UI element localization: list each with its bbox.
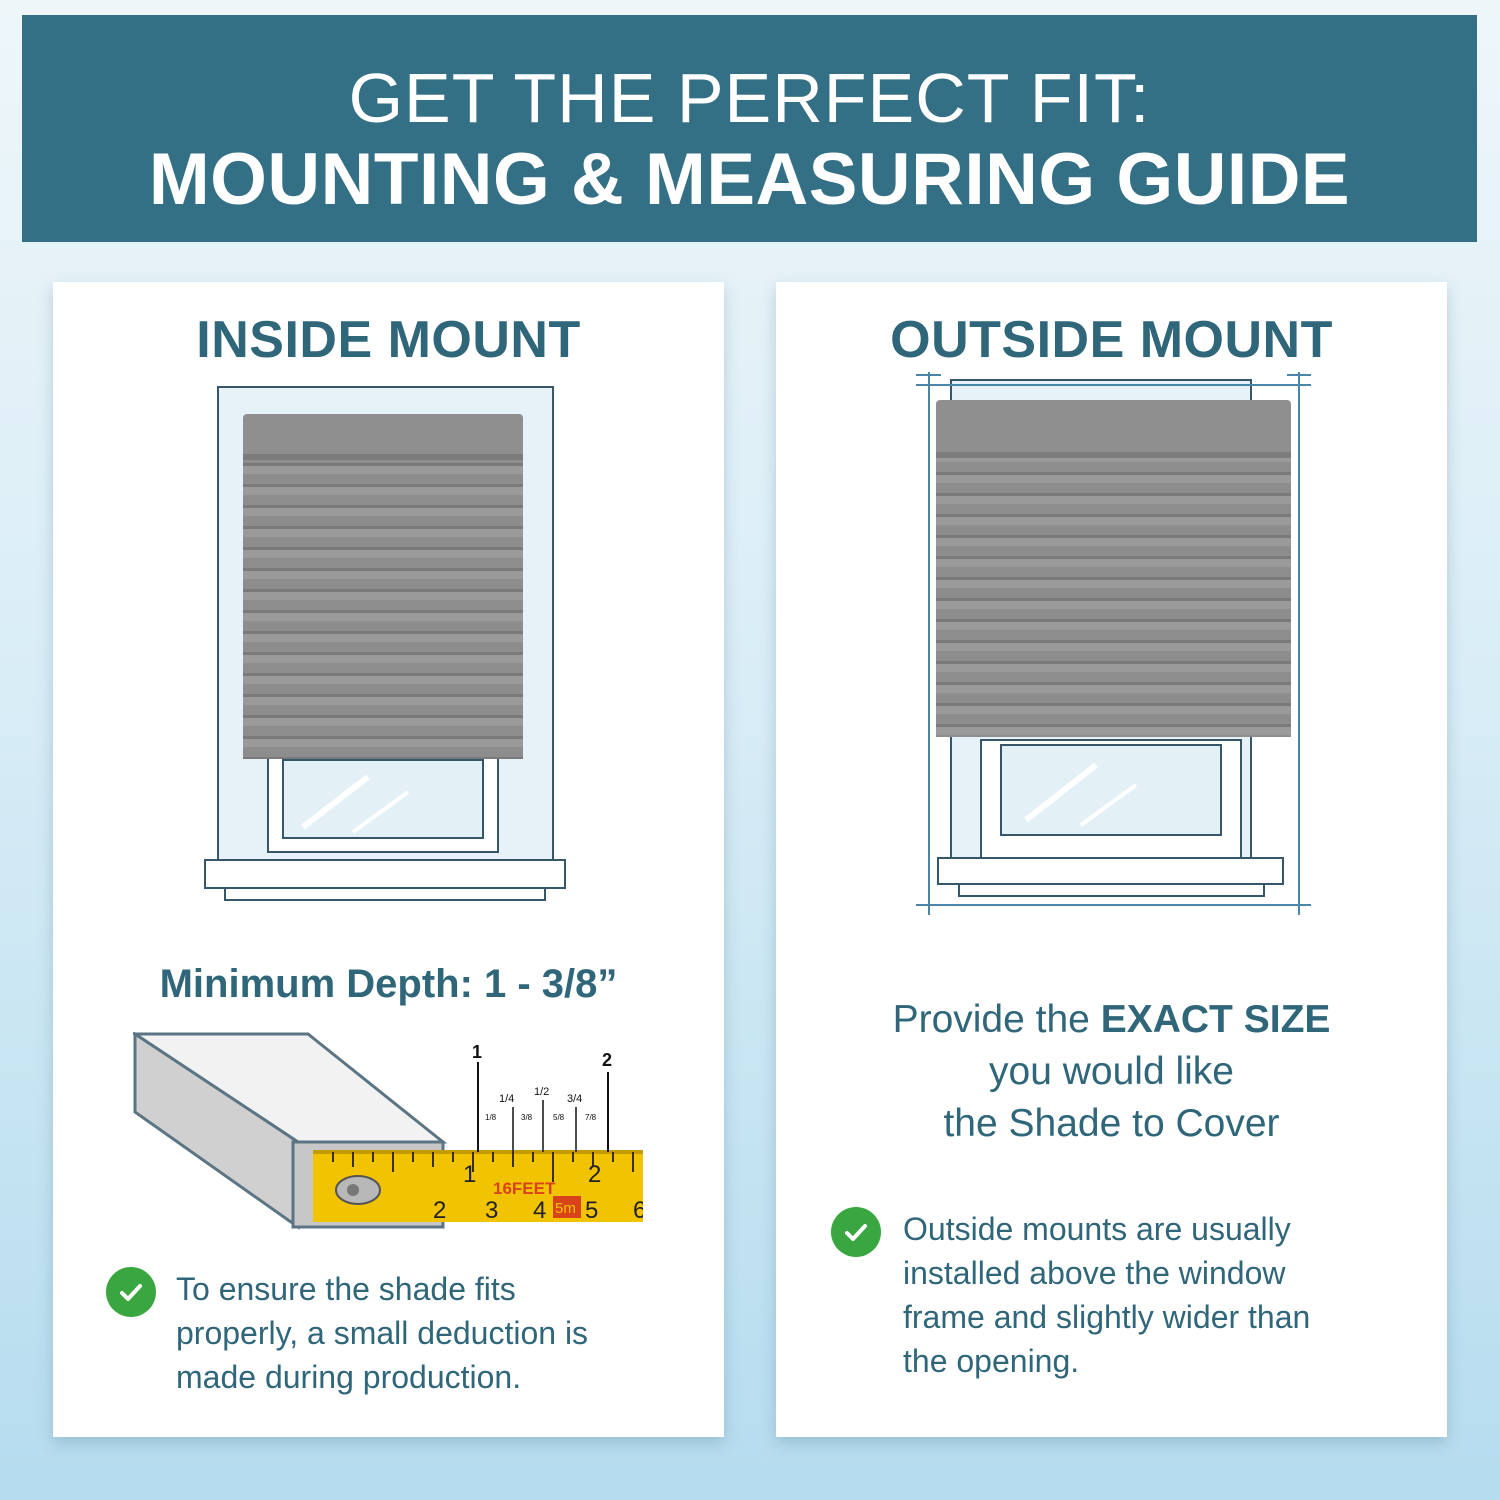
- tape-mark-five-eighths: 5/8: [553, 1113, 565, 1122]
- outside-mount-note: Outside mounts are usually installed abo…: [831, 1207, 1310, 1383]
- tape-brand: 16FEET: [493, 1179, 556, 1198]
- inside-mount-card: INSIDE MOUNT Minimum Depth: 1 - 3/8”: [53, 282, 724, 1437]
- tape-metric: 5m: [555, 1200, 576, 1217]
- tape-mark-three-eighths: 3/8: [521, 1113, 533, 1122]
- header-line-1: GET THE PERFECT FIT:: [348, 59, 1151, 137]
- header-banner: GET THE PERFECT FIT: MOUNTING & MEASURIN…: [22, 15, 1477, 242]
- tape-mark-1: 1: [472, 1042, 482, 1062]
- outside-mount-window-illustration: [916, 372, 1311, 915]
- provide-exact-size-text: Provide the EXACT SIZE you would like th…: [776, 994, 1447, 1150]
- tape-cm-5: 5: [585, 1197, 598, 1224]
- provide-bold: EXACT SIZE: [1100, 998, 1331, 1041]
- provide-line-3: the Shade to Cover: [943, 1102, 1280, 1145]
- outside-mount-card: OUTSIDE MOUNT: [776, 282, 1447, 1437]
- tape-mark-seven-eighths: 7/8: [585, 1113, 597, 1122]
- tape-mark-eighth: 1/8: [485, 1113, 497, 1122]
- header-line-2: MOUNTING & MEASURING GUIDE: [148, 139, 1351, 220]
- outside-mount-note-text: Outside mounts are usually installed abo…: [903, 1207, 1310, 1383]
- inside-mount-title: INSIDE MOUNT: [196, 311, 581, 369]
- provide-line-1: Provide the EXACT SIZE: [776, 994, 1447, 1046]
- outside-note-line-2: installed above the window: [903, 1255, 1286, 1291]
- check-icon: [106, 1267, 156, 1317]
- tape-cm-2: 2: [433, 1197, 446, 1224]
- inside-mount-note-text: To ensure the shade fits properly, a sma…: [176, 1267, 588, 1399]
- tape-mark-quarter: 1/4: [499, 1093, 514, 1105]
- inside-mount-window-illustration: [204, 386, 566, 901]
- provide-pre: Provide the: [892, 998, 1101, 1041]
- outside-note-line-3: frame and slightly wider than: [903, 1299, 1311, 1335]
- inside-note-line-3: made during production.: [176, 1359, 522, 1395]
- tape-mark-half: 1/2: [534, 1086, 549, 1098]
- tape-mark-2: 2: [602, 1050, 612, 1070]
- tape-inch-2: 2: [588, 1161, 601, 1188]
- inside-note-line-1: To ensure the shade fits: [176, 1271, 516, 1307]
- outside-mount-title: OUTSIDE MOUNT: [890, 311, 1333, 369]
- check-icon: [831, 1207, 881, 1257]
- inside-mount-note: To ensure the shade fits properly, a sma…: [106, 1267, 588, 1399]
- tape-inch-1: 1: [463, 1161, 476, 1188]
- tape-cm-6: 6: [633, 1197, 643, 1224]
- tape-measure-illustration: 1 2 1/4 1/2 3/4 1/8 3/8 5/8 7/8 1 16FEET…: [133, 1032, 643, 1230]
- tape-mark-three-quarter: 3/4: [567, 1093, 582, 1105]
- tape-cm-4: 4: [533, 1197, 546, 1224]
- outside-note-line-4: the opening.: [903, 1343, 1080, 1379]
- inside-note-line-2: properly, a small deduction is: [176, 1315, 589, 1351]
- outside-note-line-1: Outside mounts are usually: [903, 1211, 1291, 1247]
- provide-line-2: you would like: [989, 1050, 1234, 1093]
- minimum-depth-label: Minimum Depth: 1 - 3/8”: [159, 962, 618, 1006]
- tape-cm-3: 3: [485, 1197, 498, 1224]
